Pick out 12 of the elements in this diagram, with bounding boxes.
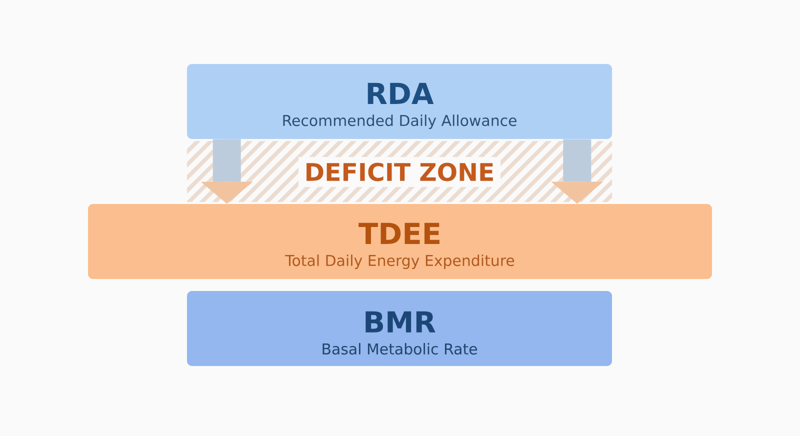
down-arrow (200, 139, 253, 204)
level-box (88, 204, 712, 279)
zone-label: DEFICIT ZONE (306, 162, 493, 182)
down-arrow (551, 139, 604, 204)
level-box (187, 64, 612, 139)
box-heading: BMR (366, 311, 436, 332)
box-subheading: Basal Metabolic Rate (322, 343, 477, 355)
box-subheading: Total Daily Energy Expenditure (285, 254, 514, 270)
box-subheading: Recommended Daily Allowance (283, 114, 516, 130)
level-box (187, 291, 612, 366)
box-heading: RDA (368, 82, 434, 104)
box-heading: TDEE (358, 222, 440, 244)
